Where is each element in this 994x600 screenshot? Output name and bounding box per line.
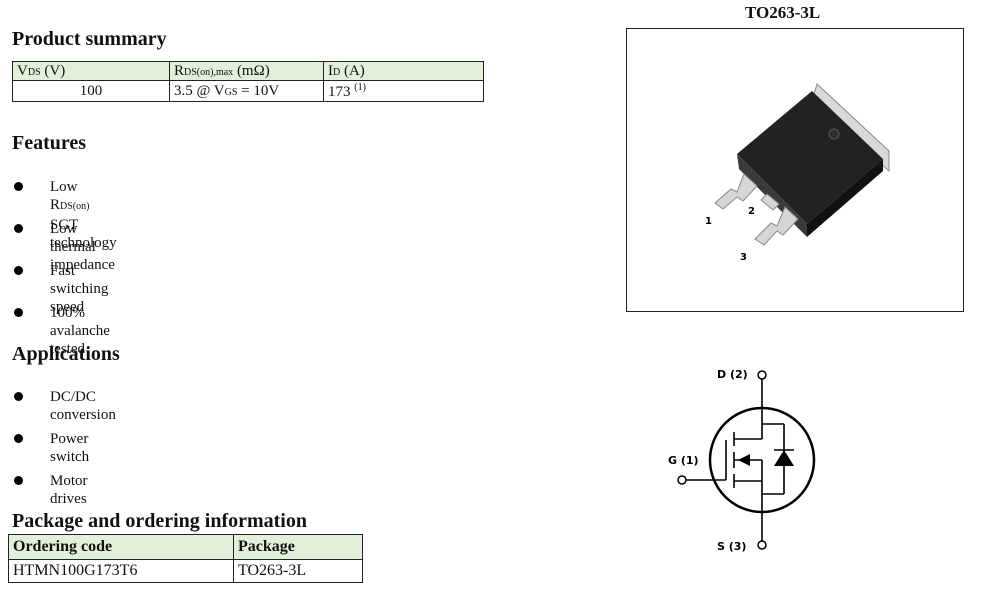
product-summary-header-row: VDS (V) RDS(on),max (mΩ) ID (A) — [12, 61, 484, 81]
feature-text-2: Low thermal impedance — [50, 221, 115, 273]
ordering-title: Package and ordering information — [12, 510, 307, 532]
feature-text-1: Low RDS(on) SGT technology — [50, 178, 117, 252]
bullet-icon — [14, 308, 23, 317]
header-id: ID (A) — [323, 61, 484, 81]
vds-subscript: DS — [27, 66, 41, 78]
id-footnote: (1) — [354, 81, 366, 93]
package-body-front — [807, 159, 883, 237]
bullet-icon — [14, 434, 23, 443]
feature-text-3: Fast switching speed — [50, 263, 109, 315]
bullet-icon — [14, 476, 23, 485]
ordering-package-value: TO263-3L — [233, 559, 363, 583]
value-id: 173 (1) — [323, 80, 484, 102]
lead-3 — [754, 206, 799, 246]
pin-label-1: 1 — [705, 216, 712, 227]
product-summary-table: VDS (V) RDS(on),max (mΩ) ID (A) 100 3.5 … — [12, 61, 484, 102]
header-rds: RDS(on),max (mΩ) — [169, 61, 324, 81]
ordering-table: Ordering code Package HTMN100G173T6 TO26… — [8, 534, 363, 583]
lead-1 — [714, 173, 758, 210]
rds-subscript: DS(on),max — [184, 66, 234, 78]
rds-value-suffix: = 10V — [237, 82, 280, 99]
rds-symbol: R — [174, 62, 185, 79]
to263-package-illustration: 1 2 3 — [705, 83, 890, 263]
gate-terminal — [677, 475, 687, 485]
bullet-icon — [14, 224, 23, 233]
application-text-2: Power switch — [50, 431, 90, 465]
body-diode-arrow-icon — [774, 450, 794, 466]
package-body-top — [737, 91, 883, 224]
id-unit: (A) — [340, 62, 365, 79]
rds-value-prefix: 3.5 @ V — [174, 82, 225, 99]
id-value: 173 — [328, 83, 355, 100]
product-summary-title: Product summary — [12, 28, 167, 50]
drain-label: D (2) — [717, 368, 748, 381]
value-vds: 100 — [12, 80, 170, 102]
source-terminal — [757, 540, 767, 550]
features-title: Features — [12, 132, 87, 154]
ordering-header-code: Ordering code — [8, 534, 234, 560]
vds-unit: (V) — [40, 62, 66, 79]
id-symbol: I — [328, 62, 333, 79]
product-summary-value-row: 100 3.5 @ VGS = 10V 173 (1) — [12, 80, 484, 102]
vds-symbol: V — [17, 62, 28, 79]
feature-1-subscript: DS(on) — [60, 201, 90, 212]
pin-label-2: 2 — [748, 206, 755, 217]
header-vds: VDS (V) — [12, 61, 170, 81]
package-dimple — [828, 128, 840, 140]
application-text-3: Motor drives — [50, 473, 88, 507]
gate-label: G (1) — [668, 454, 699, 467]
value-rds: 3.5 @ VGS = 10V — [169, 80, 324, 102]
feature-text-4: 100% avalanche tested — [50, 305, 110, 357]
ordering-code-value: HTMN100G173T6 — [8, 559, 234, 583]
rds-value-subscript: GS — [224, 86, 238, 98]
source-label: S (3) — [717, 540, 746, 553]
channel-arrow-icon — [738, 454, 750, 466]
drain-terminal — [757, 370, 767, 380]
bullet-icon — [14, 266, 23, 275]
package-image-box: 1 2 3 — [626, 28, 964, 312]
feature-1-suffix: SGT technology — [50, 217, 117, 251]
lead-2 — [760, 193, 780, 211]
pin-label-3: 3 — [740, 252, 747, 263]
feature-1-prefix: Low R — [50, 179, 78, 213]
mosfet-schematic: D (2) G (1) S (3) — [668, 368, 816, 553]
ordering-header-row: Ordering code Package — [8, 534, 363, 560]
bullet-icon — [14, 392, 23, 401]
table-row: HTMN100G173T6 TO263-3L — [8, 559, 363, 583]
application-text-1: DC/DC conversion — [50, 389, 116, 423]
ordering-header-package: Package — [233, 534, 363, 560]
applications-title: Applications — [12, 343, 120, 365]
id-subscript: D — [333, 66, 341, 78]
bullet-icon — [14, 182, 23, 191]
package-title: TO263-3L — [745, 3, 821, 22]
rds-unit: (mΩ) — [233, 62, 270, 79]
